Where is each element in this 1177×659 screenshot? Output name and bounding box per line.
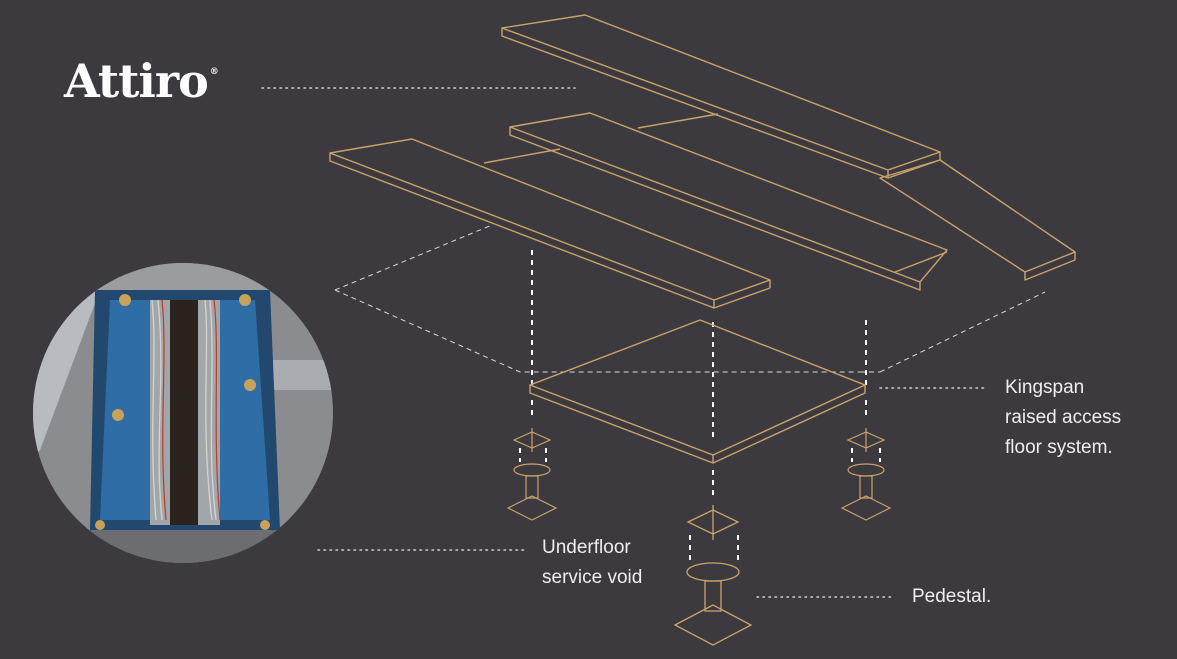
floor-planks — [329, 14, 1076, 309]
label-kingspan-line1: Kingspan — [1005, 377, 1085, 398]
label-pedestal: Pedestal. — [912, 582, 991, 612]
label-underfloor-line1: Underfloor — [542, 537, 631, 558]
leader-lines — [261, 87, 986, 598]
brand-logo: Attiro® — [64, 58, 219, 104]
logo-text: Attiro — [64, 54, 209, 108]
label-pedestal-text: Pedestal. — [912, 586, 992, 607]
dashed-floor-outline — [334, 224, 1046, 373]
plank-middle — [509, 112, 948, 283]
dashed-connectors — [519, 250, 881, 560]
pedestal-left — [506, 428, 558, 521]
label-kingspan: Kingspan raised access floor system. — [1005, 373, 1121, 463]
plank-front — [329, 138, 771, 301]
floor-panel — [529, 319, 866, 464]
label-kingspan-line2: raised access — [1005, 407, 1122, 428]
label-underfloor-line2: service void — [542, 567, 643, 588]
label-kingspan-line3: floor system. — [1005, 437, 1113, 458]
underfloor-photo — [33, 263, 333, 563]
label-underfloor: Underfloor service void — [542, 533, 642, 593]
plank-right — [879, 159, 1076, 273]
plank-top — [501, 14, 941, 171]
pedestal-center — [673, 505, 753, 646]
registered-mark: ® — [209, 67, 219, 77]
pedestal-right — [840, 428, 892, 521]
